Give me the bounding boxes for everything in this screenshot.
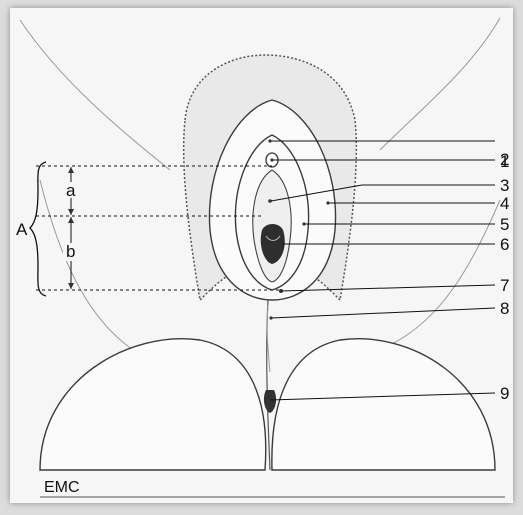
label-6: 6	[500, 235, 509, 254]
dot-5	[302, 222, 305, 225]
label-5: 5	[500, 215, 509, 234]
credit-mark: EMC	[44, 479, 80, 496]
segment-b-label: b	[66, 242, 75, 261]
label-3: 3	[500, 176, 509, 195]
dot-4	[326, 201, 329, 204]
segment-a-label: a	[66, 181, 76, 200]
label-4: 4	[500, 194, 509, 213]
label-8: 8	[500, 299, 509, 318]
segment-A-label: A	[16, 220, 28, 239]
diagram-svg: 1 2 3 4 5 6 7 8 9 a b	[10, 8, 513, 503]
dot-2	[270, 158, 273, 161]
label-7: 7	[500, 276, 509, 295]
label-2: 2	[500, 150, 509, 169]
anatomical-illustration: 1 2 3 4 5 6 7 8 9 a b	[10, 8, 513, 503]
dot-1	[268, 139, 271, 142]
dot-8	[269, 316, 272, 319]
label-9: 9	[500, 384, 509, 403]
